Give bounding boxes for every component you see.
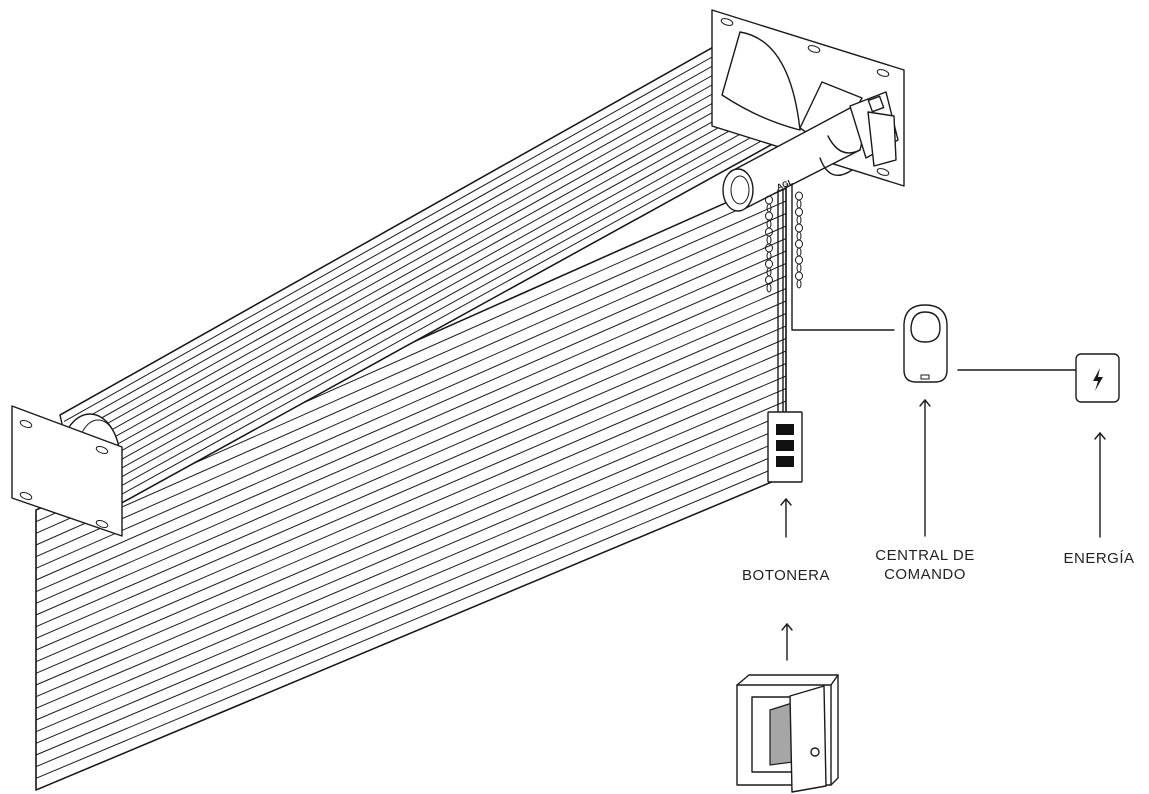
curtain-slat-line (35, 313, 787, 639)
arrows (780, 399, 1106, 661)
chain-link (795, 271, 803, 281)
chain-link (796, 231, 802, 241)
drum-line (72, 52, 753, 435)
drum-line (113, 122, 795, 500)
manual-chain (765, 191, 803, 293)
chain-link (795, 239, 803, 249)
wiring (777, 184, 1077, 413)
chain-link (795, 223, 803, 233)
wall-switch-icon (767, 411, 803, 483)
drum-line (109, 115, 790, 493)
chain-link (766, 283, 772, 293)
drum-line (76, 59, 757, 442)
drum-line (68, 45, 749, 429)
curtain-slat-line (35, 388, 787, 709)
curtain-slat-line (35, 363, 787, 686)
curtain-slat-line (35, 413, 787, 733)
chain-link (796, 279, 802, 289)
curtain-slat-line (35, 325, 787, 651)
curtain-slat-line (35, 350, 787, 674)
chain-link (796, 199, 802, 209)
lightning-bolt-icon (1075, 353, 1120, 403)
drum-line (88, 80, 770, 461)
curtain-slat-line (35, 425, 787, 744)
central-label-line2: COMANDO (884, 566, 966, 583)
drum-line (84, 73, 766, 455)
curtain-slat-line (35, 463, 787, 779)
arrow-to-central (919, 399, 931, 537)
arrow-to-botonera (780, 498, 792, 538)
curtain-slat-line (35, 250, 787, 581)
drum-line (97, 94, 778, 474)
botonera-label: BOTONERA (742, 567, 830, 584)
chain-link (795, 191, 803, 201)
central-de-comando-label: CENTRAL DE COMANDO (865, 546, 985, 584)
left-wall-bracket (11, 405, 123, 537)
rolling-door-curtain (35, 175, 787, 791)
energia-label: ENERGÍA (1063, 550, 1135, 567)
curtain-slat-line (35, 450, 787, 768)
drum-line (80, 66, 761, 448)
chain-link (796, 247, 802, 257)
curtain-slat-line (35, 288, 787, 616)
remote-control-icon (903, 304, 948, 383)
curtain-slat-line (35, 263, 787, 593)
curtain-slat-line (35, 438, 787, 756)
motor: AGL (722, 81, 899, 212)
chain-link (796, 263, 802, 273)
chain-link (796, 215, 802, 225)
curtain-slat-line (35, 400, 787, 721)
arrow-from-door (781, 623, 793, 661)
arrow-to-energia (1094, 432, 1106, 538)
curtain-slat-line (35, 225, 787, 558)
curtain-slat-line (35, 238, 787, 569)
drum-line (105, 108, 786, 487)
curtain-slat-line (35, 375, 787, 698)
drum-line (101, 101, 782, 480)
curtain-slat-line (35, 213, 787, 546)
chain-link (795, 255, 803, 265)
curtain-slat-line (35, 300, 787, 628)
chain-link (795, 207, 803, 217)
drum-line (63, 38, 745, 422)
central-label-line1: CENTRAL DE (875, 547, 975, 564)
open-door-icon (736, 674, 839, 793)
curtain-slat-line (35, 338, 787, 663)
curtain-slat-line (35, 275, 787, 604)
drum-line (92, 87, 774, 467)
